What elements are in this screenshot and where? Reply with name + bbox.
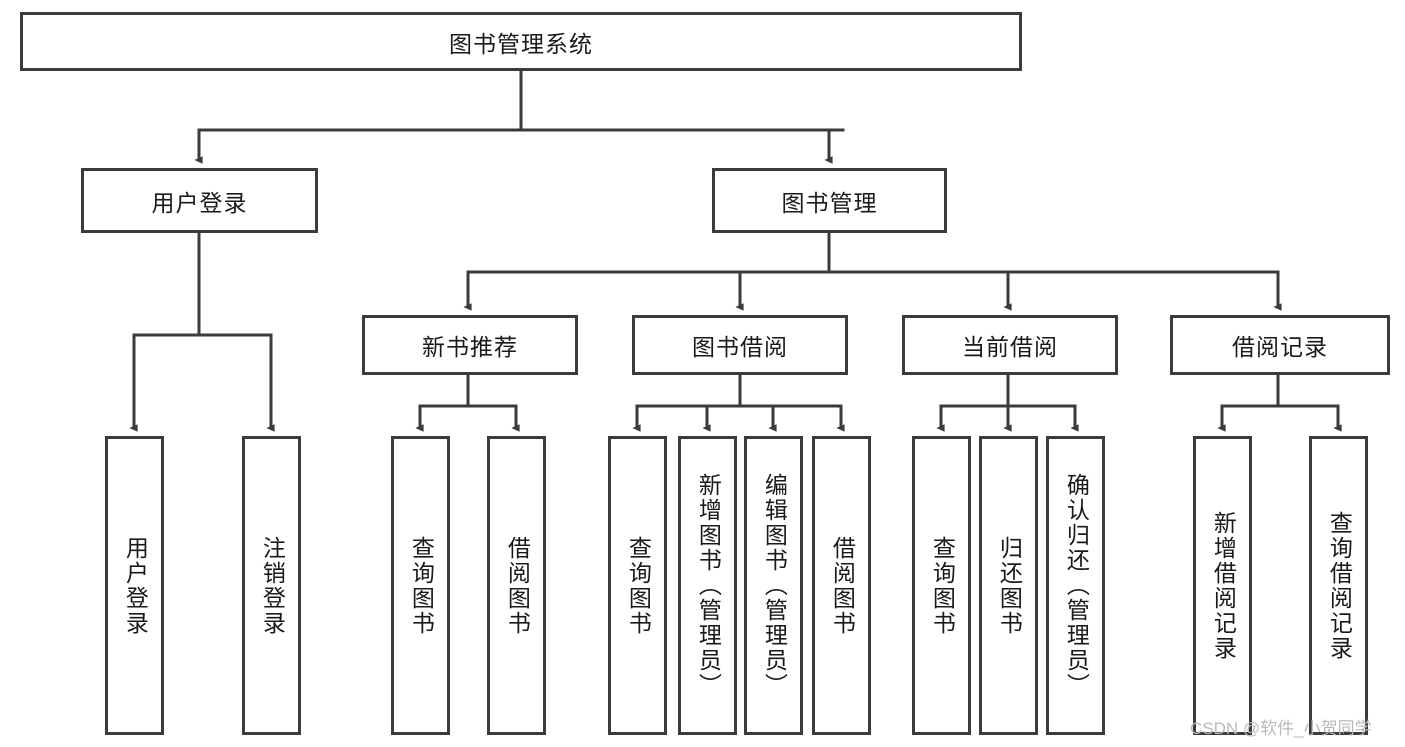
- leaf-current-borrow-1[interactable]: 归还图书: [979, 436, 1038, 735]
- node-borrow-record[interactable]: 借阅记录: [1170, 315, 1390, 375]
- leaf-label: 查询图书: [625, 535, 652, 636]
- leaf-label: 查询图书: [408, 535, 435, 636]
- leaf-label: 借阅图书: [829, 535, 856, 636]
- leaf-label: 新增图书（管理员）: [695, 473, 722, 698]
- leaf-user-login-0[interactable]: 用户登录: [105, 436, 164, 735]
- node-user-login[interactable]: 用户登录: [81, 168, 318, 233]
- node-root[interactable]: 图书管理系统: [20, 12, 1022, 71]
- leaf-new-book-recommend-1[interactable]: 借阅图书: [487, 436, 546, 735]
- node-user-login-label: 用户登录: [151, 189, 248, 216]
- leaf-label: 查询图书: [929, 535, 956, 636]
- leaf-current-borrow-2[interactable]: 确认归还（管理员）: [1046, 436, 1105, 735]
- node-new-book-recommend[interactable]: 新书推荐: [362, 315, 578, 375]
- leaf-label: 归还图书: [996, 535, 1023, 636]
- leaf-label: 借阅图书: [504, 535, 531, 636]
- leaf-book-borrow-3[interactable]: 借阅图书: [812, 436, 871, 735]
- leaf-label: 注销登录: [259, 535, 286, 636]
- node-current-borrow-label: 当前借阅: [962, 334, 1058, 360]
- node-book-management-label: 图书管理: [781, 189, 878, 216]
- node-current-borrow[interactable]: 当前借阅: [902, 315, 1118, 375]
- node-book-management[interactable]: 图书管理: [712, 168, 947, 233]
- node-borrow-record-label: 借阅记录: [1232, 334, 1328, 360]
- leaf-borrow-record-1[interactable]: 查询借阅记录: [1309, 436, 1368, 735]
- leaf-label: 编辑图书（管理员）: [761, 473, 788, 698]
- node-new-book-recommend-label: 新书推荐: [422, 334, 518, 360]
- leaf-label: 用户登录: [122, 535, 149, 636]
- leaf-book-borrow-1[interactable]: 新增图书（管理员）: [678, 436, 737, 735]
- leaf-book-borrow-0[interactable]: 查询图书: [608, 436, 667, 735]
- leaf-current-borrow-0[interactable]: 查询图书: [912, 436, 971, 735]
- leaf-book-borrow-2[interactable]: 编辑图书（管理员）: [744, 436, 803, 735]
- node-root-label: 图书管理系统: [449, 30, 593, 57]
- leaf-label: 新增借阅记录: [1210, 510, 1237, 661]
- node-book-borrow[interactable]: 图书借阅: [632, 315, 848, 375]
- leaf-new-book-recommend-0[interactable]: 查询图书: [391, 436, 450, 735]
- leaf-label: 确认归还（管理员）: [1063, 473, 1090, 698]
- leaf-user-login-1[interactable]: 注销登录: [242, 436, 301, 735]
- node-book-borrow-label: 图书借阅: [692, 334, 788, 360]
- leaf-borrow-record-0[interactable]: 新增借阅记录: [1193, 436, 1252, 735]
- leaf-label: 查询借阅记录: [1326, 510, 1353, 661]
